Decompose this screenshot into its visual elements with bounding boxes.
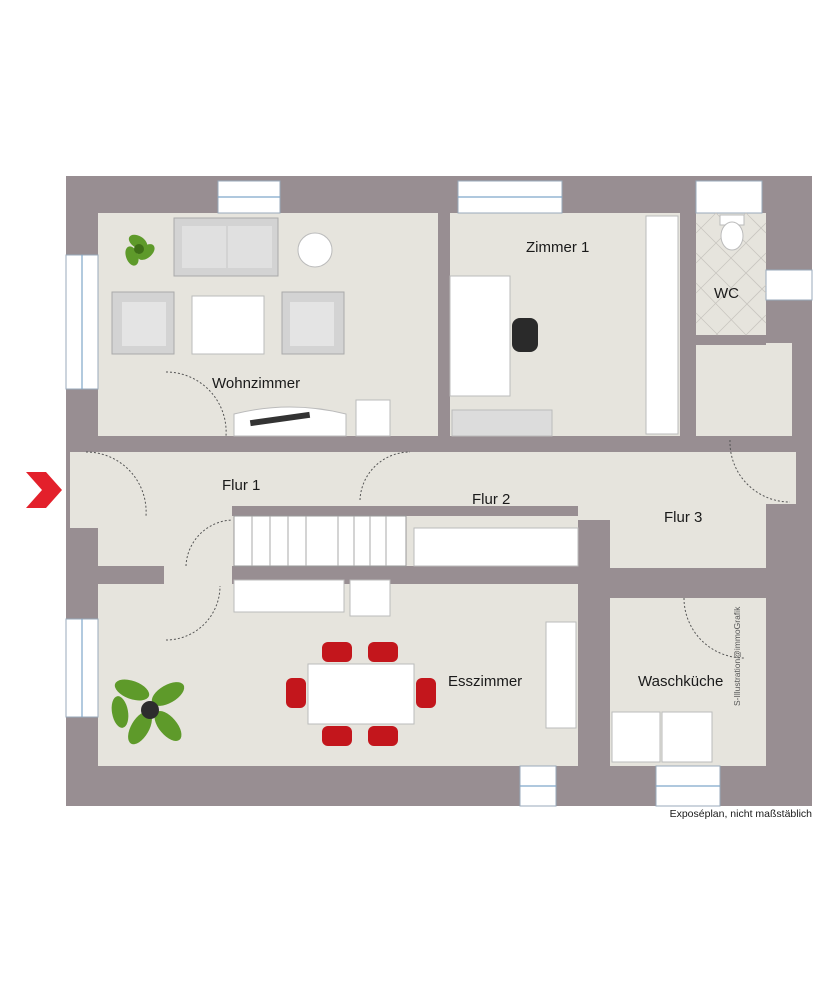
office-chair	[512, 318, 538, 352]
washing-machine	[611, 711, 661, 763]
counter-flur2	[413, 527, 579, 567]
label-wc: WC	[714, 285, 739, 302]
toilet-bowl	[720, 221, 744, 251]
wardrobe	[645, 215, 679, 435]
interior-walls	[66, 176, 812, 806]
door-entrance	[85, 451, 147, 517]
plant-center	[134, 244, 144, 254]
label-wohnzimmer: Wohnzimmer	[212, 375, 300, 392]
window-top-wc	[695, 180, 763, 214]
illustration-credit: S-Illustration@immoGrafik	[732, 606, 742, 706]
sofa-cushion-right	[228, 226, 272, 268]
label-esszimmer: Esszimmer	[448, 673, 522, 690]
window-glazing	[81, 196, 720, 787]
wall-wc-bottom	[696, 335, 766, 345]
big-leaf-3	[128, 711, 152, 745]
chair-right	[416, 678, 436, 708]
cabinet-ess	[349, 579, 391, 617]
big-leaf-5	[111, 696, 129, 728]
wall-wasch-top	[610, 568, 682, 598]
tv-stand	[355, 399, 391, 437]
big-plant-pot	[141, 701, 159, 719]
waschkueche-furniture	[611, 711, 713, 763]
staircase	[233, 515, 579, 617]
label-flur2: Flur 2	[472, 491, 510, 508]
zimmer1-furniture	[449, 215, 679, 437]
side-table	[297, 232, 333, 268]
plant-icon-large	[111, 679, 185, 745]
wall-right-lower	[766, 504, 812, 806]
sideboard-ess	[233, 579, 345, 613]
chair-left	[286, 678, 306, 708]
label-flur1: Flur 1	[222, 477, 260, 494]
armchair-left-seat	[122, 302, 166, 346]
floor-flur3-lower	[610, 520, 796, 568]
wall-zimmer-divider	[438, 213, 450, 436]
toilet-icon	[719, 214, 745, 251]
wall-wc-left	[680, 213, 696, 452]
wall-wasch-top2	[746, 568, 766, 598]
chair-top-2	[368, 642, 398, 662]
wall-stair-right	[578, 520, 610, 766]
sideboard-right	[545, 621, 577, 729]
big-leaf-1	[114, 679, 150, 701]
window-right-wc	[765, 269, 813, 301]
label-flur3: Flur 3	[664, 509, 702, 526]
label-zimmer1: Zimmer 1	[526, 239, 589, 256]
door-wohnzimmer	[165, 371, 227, 437]
wohnzimmer-furniture	[111, 217, 391, 437]
entrance-arrow-icon	[26, 472, 62, 508]
tv-sideboard	[233, 406, 347, 437]
chair-bottom-1	[322, 726, 352, 746]
wall-stair-box	[232, 506, 578, 516]
desk	[449, 275, 511, 397]
stair-area	[233, 515, 407, 567]
tv	[249, 411, 311, 427]
chair-top-1	[322, 642, 352, 662]
door-swings	[85, 371, 791, 659]
big-leaf-2	[151, 682, 185, 706]
label-waschkueche: Waschküche	[638, 673, 723, 690]
plan-footnote: Exposéplan, nicht maßstäblich	[669, 808, 812, 820]
wall-flur-top	[98, 436, 796, 452]
coffee-table	[191, 295, 265, 355]
wall-ess-top	[98, 566, 164, 584]
door-stair	[185, 519, 233, 567]
dryer	[661, 711, 713, 763]
stair-treads	[251, 516, 387, 566]
plant-icon	[125, 234, 155, 266]
door-zimmer1	[359, 451, 411, 501]
dining-chairs	[286, 642, 436, 746]
sofa-cushion-left	[182, 226, 226, 268]
chair-bottom-2	[368, 726, 398, 746]
dining-table	[307, 663, 415, 725]
armchair-right-seat	[290, 302, 334, 346]
big-leaf-4	[154, 711, 182, 741]
esszimmer-furniture	[111, 621, 577, 746]
shelf	[451, 409, 553, 437]
door-flur3	[729, 439, 791, 503]
